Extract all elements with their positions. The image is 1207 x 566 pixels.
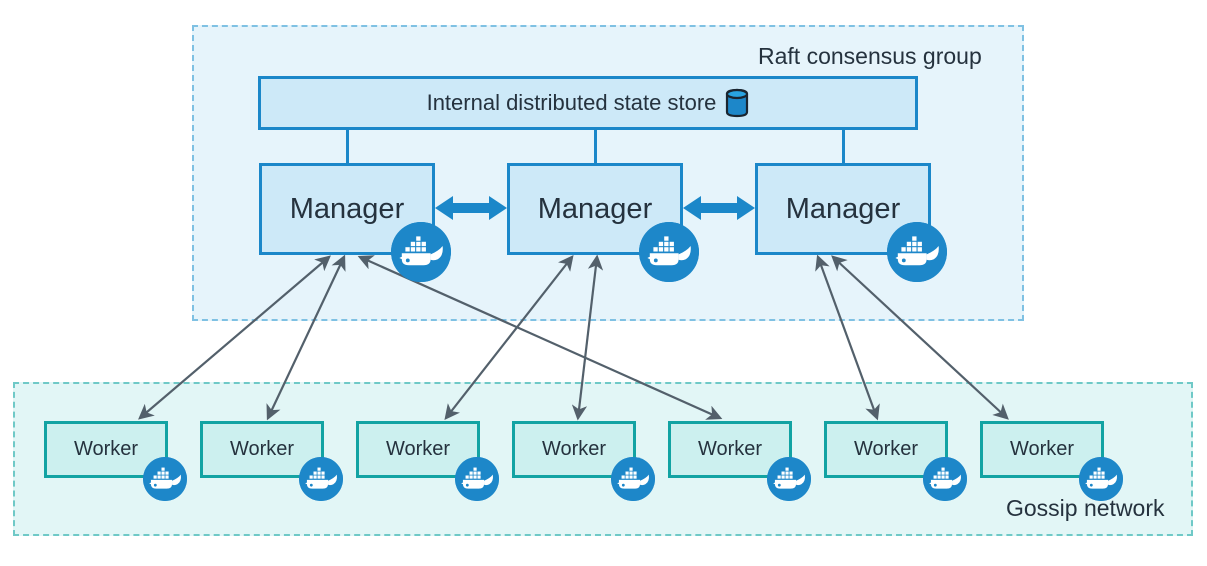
worker-label: Worker (541, 438, 607, 460)
store-link-manager-0 (346, 130, 349, 163)
worker-node-4[interactable]: Worker (668, 421, 792, 478)
worker-label: Worker (73, 438, 139, 460)
gossip-network-label: Gossip network (1006, 495, 1165, 521)
docker-whale-icon (1079, 457, 1123, 501)
worker-label: Worker (385, 438, 451, 460)
internal-distributed-state-store-node[interactable]: Internal distributed state store (258, 76, 918, 130)
manager-peer-link-1-2 (683, 188, 755, 233)
docker-whale-icon (887, 222, 947, 282)
store-link-manager-1 (594, 130, 597, 163)
docker-whale-icon (923, 457, 967, 501)
worker-label: Worker (229, 438, 295, 460)
docker-whale-icon (299, 457, 343, 501)
manager-label: Manager (785, 192, 901, 225)
docker-whale-icon (455, 457, 499, 501)
manager-peer-link-0-1 (435, 188, 507, 233)
worker-label: Worker (853, 438, 919, 460)
docker-whale-icon (611, 457, 655, 501)
worker-label: Worker (697, 438, 763, 460)
state-store-label: Internal distributed state store (426, 90, 717, 115)
worker-node-2[interactable]: Worker (356, 421, 480, 478)
docker-whale-icon (767, 457, 811, 501)
store-link-manager-2 (842, 130, 845, 163)
raft-consensus-group-label: Raft consensus group (758, 43, 982, 69)
worker-label: Worker (1009, 438, 1075, 460)
manager-label: Manager (537, 192, 653, 225)
docker-whale-icon (143, 457, 187, 501)
database-cylinder-icon (725, 88, 749, 118)
manager-label: Manager (289, 192, 405, 225)
docker-whale-icon (639, 222, 699, 282)
docker-whale-icon (391, 222, 451, 282)
